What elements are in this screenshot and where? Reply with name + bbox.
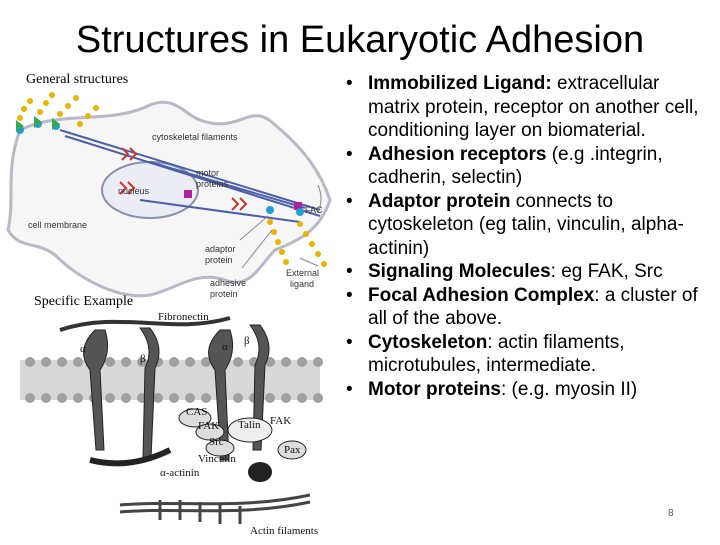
bullet-motor-proteins: Motor proteins: (e.g. myosin II) (340, 378, 710, 402)
label-vinculin: Vinculin (198, 453, 236, 465)
label-fak-right: FAK (270, 415, 291, 427)
label-cell-membrane: cell membrane (28, 220, 87, 230)
motor-protein (184, 190, 192, 198)
label-cytoskeletal-filaments: cytoskeletal filaments (152, 132, 238, 142)
label-fac: FAC (305, 205, 323, 215)
cytoplasmic-proteins (89, 408, 307, 482)
label-external: External (286, 268, 319, 278)
immobilized-ligands (17, 92, 327, 267)
label-adhesive-protein: protein (210, 289, 238, 299)
actin-filaments (119, 493, 311, 524)
label-alpha-right: α (222, 341, 228, 353)
bullet-list: Immobilized Ligand: extracellular matrix… (340, 72, 710, 401)
label-proteins: proteins (196, 179, 229, 189)
label-src: Src (209, 436, 224, 448)
caption-specific-example: Specific Example (34, 294, 134, 309)
label-pax: Pax (284, 444, 301, 456)
label-beta-left: β (140, 353, 146, 365)
bullet-focal-adhesion-complex: Focal Adhesion Complex: a cluster of all… (340, 284, 710, 331)
bullet-immobilized-ligand: Immobilized Ligand: extracellular matrix… (340, 72, 710, 143)
label-adhesive: adhesive (210, 278, 246, 288)
label-beta-right: β (244, 335, 250, 347)
label-cas: CAS (186, 406, 207, 418)
general-structures-figure: cytoskeletal filaments motor proteins nu… (0, 90, 340, 310)
caption-general-structures: General structures (26, 72, 129, 87)
lipid-bilayer (20, 357, 323, 403)
bullet-cytoskeleton: Cytoskeleton: actin filaments, microtubu… (340, 331, 710, 378)
label-fibronectin: Fibronectin (158, 311, 209, 323)
bullet-adhesion-receptors: Adhesion receptors (e.g .integrin, cadhe… (340, 143, 710, 190)
label-adaptor-protein: protein (205, 255, 233, 265)
label-fak-left: FAK (198, 420, 219, 432)
nucleus-shape (101, 161, 199, 219)
label-nucleus: nucleus (118, 186, 150, 196)
motor-protein (294, 202, 302, 210)
label-talin: Talin (238, 419, 261, 431)
motor-arrows (119, 147, 248, 211)
label-adaptor: adaptor (205, 244, 236, 254)
page-number: 8 (668, 508, 674, 519)
specific-example-figure: Fibronectin α β α β CAS FAK Src Talin FA… (0, 300, 340, 540)
label-motor: motor (196, 168, 219, 178)
adaptor-proteins (16, 116, 60, 132)
slide-title: Structures in Eukaryotic Adhesion (75, 19, 645, 61)
bullet-signaling-molecules: Signaling Molecules: eg FAK, Src (340, 260, 710, 284)
label-alpha-actinin: α-actinin (160, 467, 200, 479)
label-alpha-left: α (80, 343, 86, 355)
label-external-ligand: ligand (290, 279, 314, 289)
label-actin-filaments: Actin filaments (250, 525, 318, 537)
bullet-adaptor-protein: Adaptor protein connects to cytoskeleton… (340, 190, 710, 261)
